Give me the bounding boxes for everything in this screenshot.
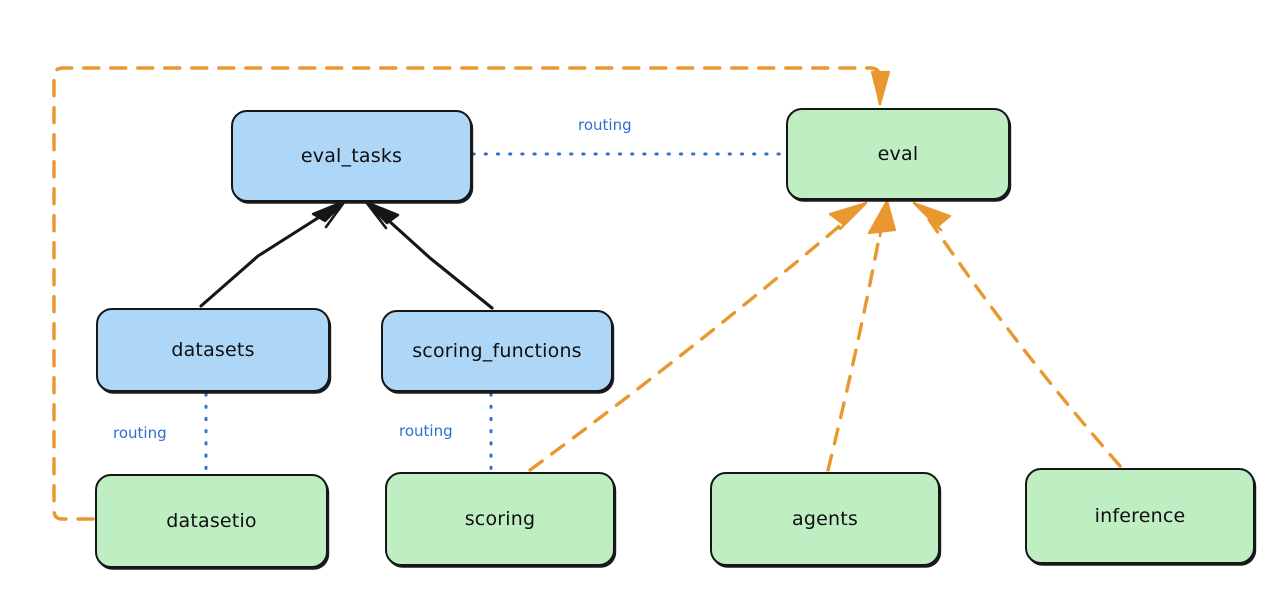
node-scoring-functions[interactable]: scoring_functions: [381, 310, 613, 392]
node-eval-label: eval: [877, 143, 919, 165]
node-eval-tasks[interactable]: eval_tasks: [231, 110, 472, 202]
node-scoring[interactable]: scoring: [385, 472, 615, 566]
node-datasetio[interactable]: datasetio: [95, 474, 328, 568]
node-agents-label: agents: [792, 508, 858, 530]
edge-scoring-to-eval: [528, 201, 868, 472]
edge-label-routing-eval-tasks: routing: [578, 116, 632, 134]
edge-label-routing-datasets: routing: [113, 424, 167, 442]
node-datasetio-label: datasetio: [166, 510, 257, 532]
edge-datasets-to-eval-tasks: [199, 199, 347, 308]
node-inference[interactable]: inference: [1025, 468, 1255, 564]
node-inference-label: inference: [1094, 505, 1186, 527]
node-scoring-label: scoring: [464, 508, 536, 530]
node-agents[interactable]: agents: [710, 472, 940, 566]
edge-label-routing-scoring-functions: routing: [399, 422, 453, 440]
edge-scoring-functions-to-eval-tasks: [364, 200, 494, 310]
edge-inference-to-eval: [912, 201, 1122, 468]
node-datasets-label: datasets: [171, 339, 255, 361]
node-eval[interactable]: eval: [786, 108, 1010, 200]
node-scoring-functions-label: scoring_functions: [412, 340, 582, 362]
edge-datasetio-to-eval: [52, 66, 891, 521]
node-eval-tasks-label: eval_tasks: [300, 145, 403, 167]
node-datasets[interactable]: datasets: [96, 308, 330, 392]
edge-agents-to-eval: [826, 199, 897, 472]
